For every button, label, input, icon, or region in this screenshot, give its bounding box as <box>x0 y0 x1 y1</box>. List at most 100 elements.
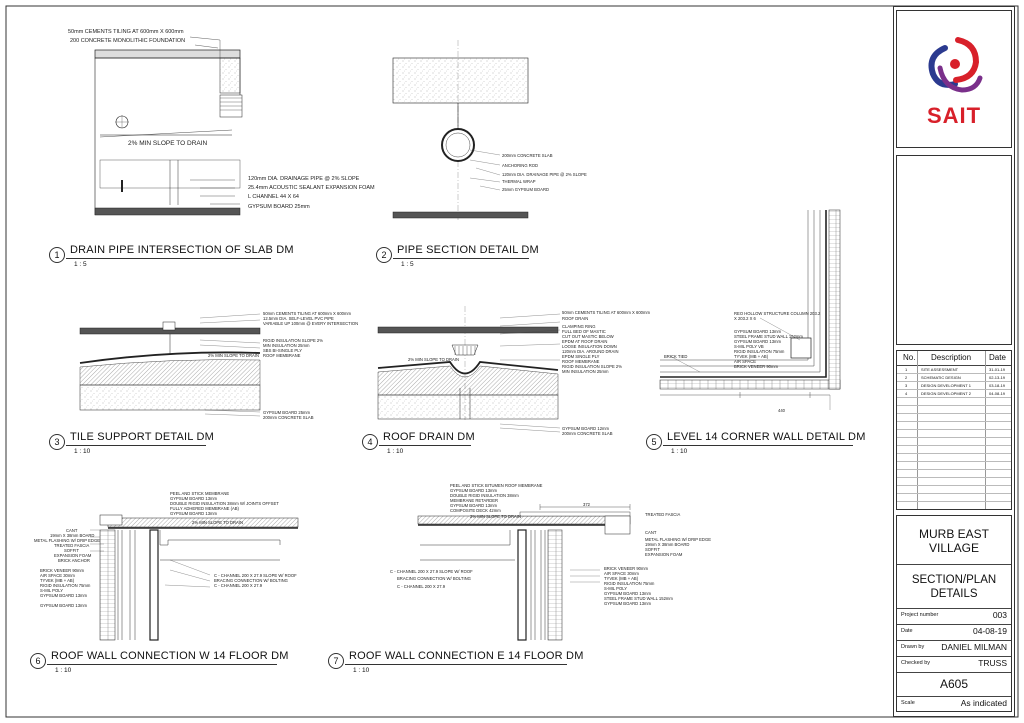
note: MIN INSULATION 25mm <box>263 343 310 348</box>
note: EXPANSION FOAM <box>645 552 683 557</box>
note: CUT OUT MASTIC BELOW <box>562 334 614 339</box>
note: BRICK TIED <box>664 354 688 359</box>
sait-logo-mark <box>928 37 983 93</box>
detail-7-drawing <box>417 504 631 641</box>
note: STEEL FRAME STUD WALL 152mm <box>604 596 673 601</box>
sheet-number: A605 <box>897 672 1011 697</box>
note: THERMAL WRAP <box>502 179 536 184</box>
detail-title-4: ROOF DRAIN DM <box>383 431 475 443</box>
detail-scale-3: 1 : 10 <box>74 448 91 455</box>
note: REO HOLLOW STRUCTURE COLUMN 203.2 <box>734 311 821 316</box>
detail-title-underline <box>663 445 853 446</box>
blank-box <box>896 155 1012 345</box>
detail-scale-4: 1 : 10 <box>387 448 404 455</box>
note: GYPSUM BOARD 13mm <box>450 488 498 493</box>
note: TREATED FASCIA <box>645 512 681 517</box>
note: GYPSUM BOARD 12mm <box>562 426 610 431</box>
note: ROOF DRAIN <box>562 316 589 321</box>
revision-row-empty <box>897 485 1011 494</box>
note: DOUBLE RIGID INSULATION 38mm W/ JOINTS O… <box>170 501 279 506</box>
note: MIN INSULATION 25mm <box>562 369 609 374</box>
rev-col-divider <box>985 351 986 509</box>
note: BRICK ANCHOR <box>58 558 90 563</box>
note: GYPSUM BOARD 13mm <box>604 591 652 596</box>
note: RIGID INSULATION SLOPE 2% <box>263 338 323 343</box>
detail-number-7: 7 <box>328 653 344 669</box>
detail-title-underline <box>393 258 529 259</box>
note: GYPSUM BOARD 13mm <box>40 603 88 608</box>
detail-2-drawing <box>392 40 529 220</box>
slope-note: 2% MIN SLOPE TO DRAIN <box>128 140 208 147</box>
note: 200 CONCRETE MONOLITHIC FOUNDATION <box>70 38 186 44</box>
detail-title-underline <box>47 664 277 665</box>
note: 25mm GYPSUM BOARD <box>502 187 550 192</box>
note: GYPSUM BOARD 13mm <box>40 593 88 598</box>
revision-row-empty <box>897 405 1011 414</box>
note: EPDM AT ROOF DRAIN <box>562 339 608 344</box>
slope-note: 2% MIN SLOPE TO DRAIN <box>470 514 522 519</box>
note: FULL BED OF MASTIC <box>562 329 606 334</box>
detail-number-4: 4 <box>362 434 378 450</box>
note: BRICK VENEER 90mm <box>604 566 648 571</box>
detail-title-underline <box>379 445 471 446</box>
note: C - CHANNEL 200 X 27.9 SLOPE W/ ROOF <box>390 569 473 574</box>
note: BRACING CONNECTION W/ BOLTING <box>397 576 471 581</box>
note: COMPOSITE DECK 42mm <box>450 508 501 513</box>
note: 25.4mm ACOUSTIC SEALANT EXPANSION FOAM <box>248 185 375 191</box>
note: ROOF MEMBRANE <box>263 353 301 358</box>
project-name: MURB EAST VILLAGE <box>897 516 1011 565</box>
note: C - CHANNEL 200 X 27.9 <box>214 583 263 588</box>
revision-row-empty <box>897 469 1011 478</box>
note: C - CHANNEL 200 X 27.9 SLOPE W/ ROOF <box>214 573 297 578</box>
note: METAL FLASHING W/ DRIP EDGE <box>34 538 101 543</box>
note: VARIABLE UP 100mm @ EVERY INTERSECTION <box>263 321 359 326</box>
note: SOFFIT <box>64 548 79 553</box>
sait-logo-text: SAIT <box>926 103 982 128</box>
revision-row-empty <box>897 453 1011 462</box>
detail-number-6: 6 <box>30 653 46 669</box>
note: S-MIL POLY <box>40 588 64 593</box>
revision-row-empty <box>897 445 1011 454</box>
dimension-label: 372 <box>583 502 590 507</box>
detail-scale-6: 1 : 10 <box>55 667 72 674</box>
revision-row-empty <box>897 461 1011 470</box>
note: 19mm X 38mm BOARD <box>50 533 95 538</box>
note: CANT <box>645 530 657 535</box>
revision-row-empty <box>897 429 1011 438</box>
detail-1-drawing <box>94 36 243 216</box>
note: GYPSUM BOARD 13mm <box>170 496 218 501</box>
note: TREATED FASCIA <box>54 543 90 548</box>
note: RIGID INSULATION 75mm <box>40 583 91 588</box>
detail-title-6: ROOF WALL CONNECTION W 14 FLOOR DM <box>51 650 289 662</box>
note: 50mm CEMENTS TILING AT 600mm X 600mm <box>263 311 351 316</box>
detail-title-7: ROOF WALL CONNECTION E 14 FLOOR DM <box>349 650 584 662</box>
note: 12.5mm DIA. SELF-LEVEL PVC PIPE <box>263 316 334 321</box>
detail-number-5: 5 <box>646 434 662 450</box>
note: X 203.2 X 6 <box>734 316 756 321</box>
project-info: MURB EAST VILLAGE SECTION/PLAN DETAILS P… <box>896 515 1012 712</box>
revision-row-empty <box>897 437 1011 446</box>
note: GYPSUM BOARD 13mm <box>170 511 218 516</box>
note: 19mm X 38mm BOARD <box>645 542 690 547</box>
note: GYPSUM BOARD 13mm <box>734 329 782 334</box>
detail-number-3: 3 <box>49 434 65 450</box>
note: STEEL FRAME STUD WALL 152mm <box>734 334 803 339</box>
detail-scale-1: 1 : 5 <box>74 261 87 268</box>
note: TYVEK (MB + AB) <box>734 354 769 359</box>
detail-title-2: PIPE SECTION DETAIL DM <box>397 244 539 256</box>
note: CLAMPING RING <box>562 324 596 329</box>
slope-note: 2% MIN SLOPE TO DRAIN <box>208 353 260 358</box>
revision-row-empty <box>897 413 1011 422</box>
detail-title-1: DRAIN PIPE INTERSECTION OF SLAB DM <box>70 244 294 256</box>
note: TYVEK (MB + AB) <box>40 578 75 583</box>
note: L CHANNEL 44 X 64 <box>248 194 299 200</box>
note: EPDM SINGLE PLY <box>562 354 600 359</box>
note: 200mm CONCRETE SLAB <box>502 153 553 158</box>
